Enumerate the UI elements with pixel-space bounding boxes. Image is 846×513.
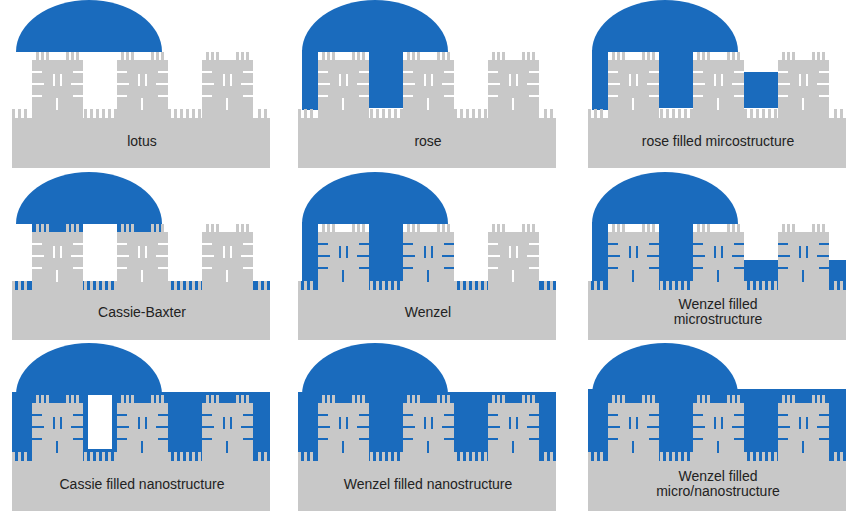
state-label: lotus	[22, 134, 262, 149]
micro-pillar	[693, 395, 744, 461]
micro-pillar	[202, 52, 253, 118]
water	[298, 392, 556, 461]
droplet	[592, 0, 738, 52]
micro-pillar	[32, 224, 83, 290]
micro-pillar	[693, 52, 744, 118]
micro-pillar	[693, 224, 744, 290]
water	[588, 389, 846, 461]
micro-pillar	[403, 224, 454, 290]
water	[369, 222, 403, 290]
water	[659, 222, 693, 290]
water	[744, 72, 780, 108]
state-label: rose filled mircostructure	[598, 134, 838, 149]
micro-pillar	[32, 395, 83, 461]
droplet	[592, 172, 738, 224]
state-label: Cassie filled nanostructure	[22, 477, 262, 492]
droplet	[302, 0, 448, 52]
state-label: Wenzel filled nanostructure	[308, 477, 548, 492]
wenzel-filled-nano-panel	[298, 343, 556, 511]
cassie-filled-nano-panel	[12, 343, 270, 511]
micro-pillar	[608, 224, 659, 290]
water	[592, 222, 608, 290]
water	[592, 50, 608, 110]
droplet	[302, 343, 448, 395]
droplet	[302, 172, 448, 224]
state-label: Wenzel filled micro/nanostructure	[648, 469, 788, 499]
state-label: Wenzel	[308, 305, 548, 320]
micro-pillar	[117, 52, 168, 118]
droplet	[16, 0, 162, 52]
micro-pillar	[403, 395, 454, 461]
micro-pillar	[778, 224, 829, 290]
wenzel-panel	[298, 172, 556, 340]
micro-pillar	[117, 224, 168, 290]
micro-pillar	[608, 52, 659, 118]
cassie-panel	[12, 172, 270, 340]
micro-pillar	[32, 52, 83, 118]
state-label: rose	[308, 134, 548, 149]
air-pocket	[88, 395, 112, 449]
water	[12, 392, 270, 461]
micro-pillar	[778, 395, 829, 461]
lotus-panel	[12, 0, 270, 168]
micro-pillar	[403, 52, 454, 118]
droplet	[16, 343, 162, 395]
state-label: Wenzel filled microstructure	[658, 297, 778, 327]
rose-filled-panel	[588, 0, 846, 168]
micro-pillar	[318, 224, 369, 290]
water	[302, 222, 318, 290]
droplet	[16, 172, 162, 224]
micro-pillar	[202, 395, 253, 461]
micro-pillar	[778, 52, 829, 118]
water	[369, 50, 403, 108]
micro-pillar	[117, 395, 168, 461]
state-label: Cassie-Baxter	[22, 305, 262, 320]
water	[32, 223, 83, 232]
wenzel-filled-micro-panel	[588, 172, 846, 340]
rose-panel	[298, 0, 556, 168]
micro-pillar	[202, 224, 253, 290]
micro-pillar	[318, 52, 369, 118]
droplet	[592, 343, 738, 395]
micro-pillar	[488, 52, 539, 118]
micro-pillar	[488, 395, 539, 461]
micro-pillar	[318, 395, 369, 461]
water	[659, 50, 693, 108]
wenzel-filled-micro-nano-panel	[588, 343, 846, 511]
micro-pillar	[488, 224, 539, 290]
micro-pillar	[608, 395, 659, 461]
water	[302, 50, 318, 110]
